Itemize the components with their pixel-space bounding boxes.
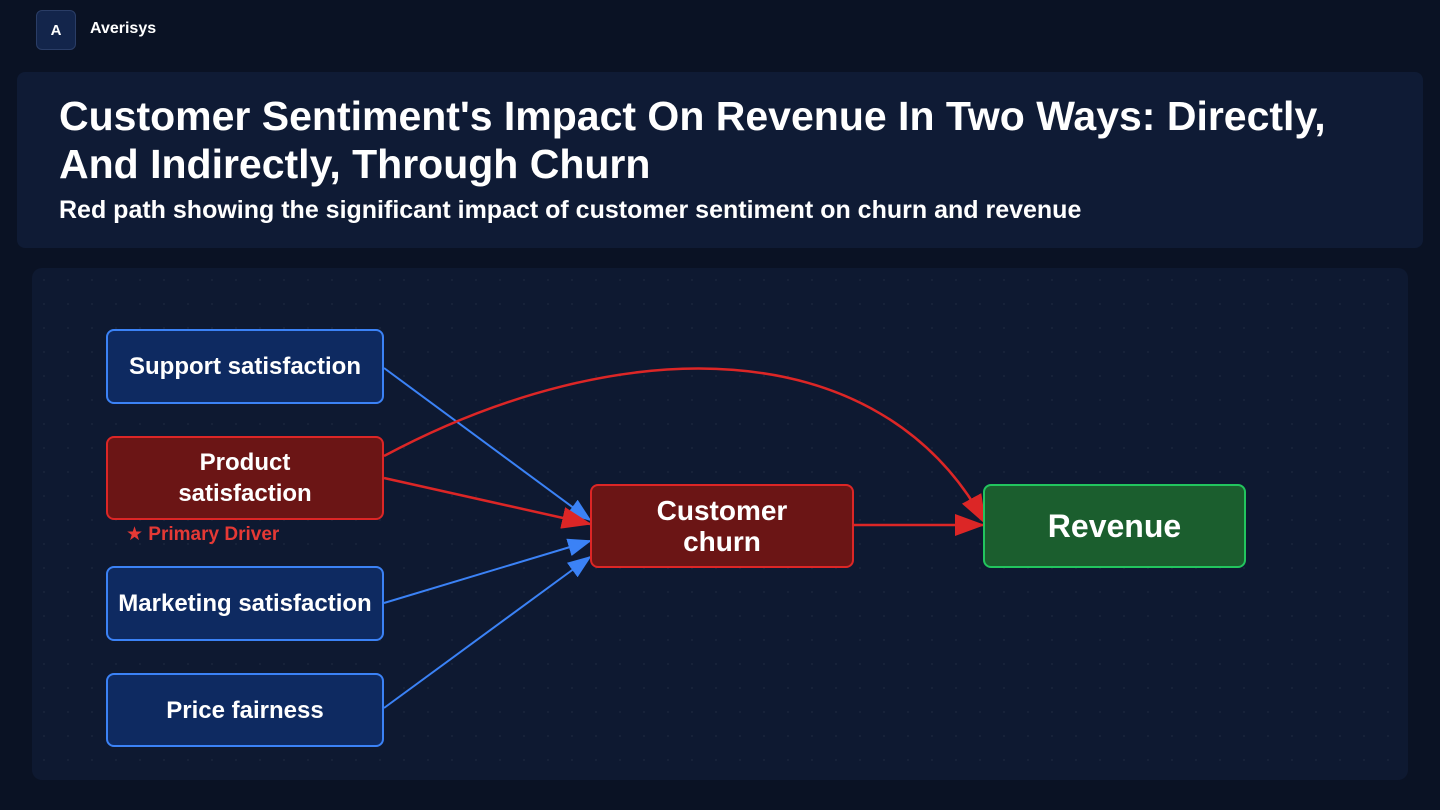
edge-product-to-revenue (383, 367, 987, 525)
node-price-fairness[interactable]: Price fairness (106, 673, 384, 747)
primary-driver-label: ★ Primary Driver (126, 524, 280, 545)
edge-marketing-to-churn (383, 538, 592, 604)
node-support-satisfaction[interactable]: Support satisfaction (106, 329, 384, 404)
edge-price-to-churn (383, 555, 592, 709)
top-bar: A Averisys (0, 0, 1440, 62)
page-subtitle: Red path showing the significant impact … (59, 196, 1082, 224)
header-card: Customer Sentiment's Impact On Revenue I… (17, 72, 1423, 248)
node-revenue[interactable]: Revenue (983, 484, 1246, 568)
page-title: Customer Sentiment's Impact On Revenue I… (59, 93, 1326, 187)
brand-name: Averisys (90, 20, 157, 37)
node-product-satisfaction[interactable]: Product satisfaction (106, 436, 384, 520)
node-customer-churn[interactable]: Customer churn (590, 484, 854, 568)
brand-logo[interactable]: A (36, 10, 76, 50)
node-marketing-satisfaction[interactable]: Marketing satisfaction (106, 566, 384, 641)
edge-support-to-churn (383, 367, 592, 522)
edge-product-to-churn (383, 476, 592, 529)
